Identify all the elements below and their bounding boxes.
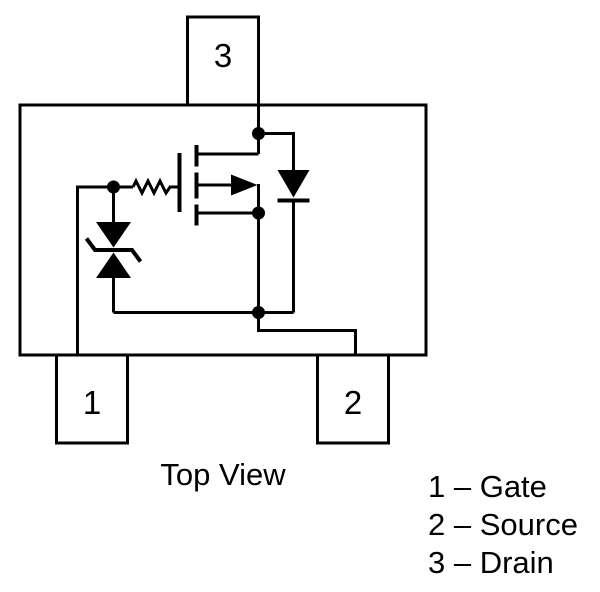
- zener-lower-triangle: [96, 252, 131, 278]
- source-net: [113, 213, 357, 355]
- p-channel-mosfet-icon: [177, 145, 265, 226]
- junction-dot: [252, 127, 265, 140]
- pin-2-label: 2: [344, 384, 362, 421]
- zener-upper-triangle: [96, 222, 131, 248]
- mosfet-body-arrow: [231, 174, 258, 196]
- pin-legend: 1 – Gate 2 – Source 3 – Drain: [428, 469, 578, 580]
- pin-3-pad: [186, 15, 260, 107]
- drain-net: [196, 105, 295, 170]
- drain-to-diode-wire: [258, 132, 295, 170]
- caption: Top View: [160, 457, 286, 492]
- legend-line-source: 2 – Source: [428, 507, 578, 542]
- pin-1-label: 1: [83, 384, 101, 421]
- legend-line-drain: 3 – Drain: [428, 545, 554, 580]
- back-to-back-zener-icon: [84, 222, 143, 313]
- zener-bar: [84, 237, 143, 263]
- pin-2-pad: [316, 353, 390, 445]
- resistor-icon: [131, 177, 178, 197]
- package-outline: [18, 103, 428, 357]
- pin-3-label: 3: [214, 37, 232, 74]
- pin-1-pad: [55, 353, 129, 445]
- body-diode-icon: [277, 170, 310, 313]
- source-to-pin2-wire: [257, 312, 357, 355]
- diode-triangle: [277, 170, 310, 198]
- legend-line-gate: 1 – Gate: [428, 469, 547, 504]
- gate-net: [76, 177, 178, 355]
